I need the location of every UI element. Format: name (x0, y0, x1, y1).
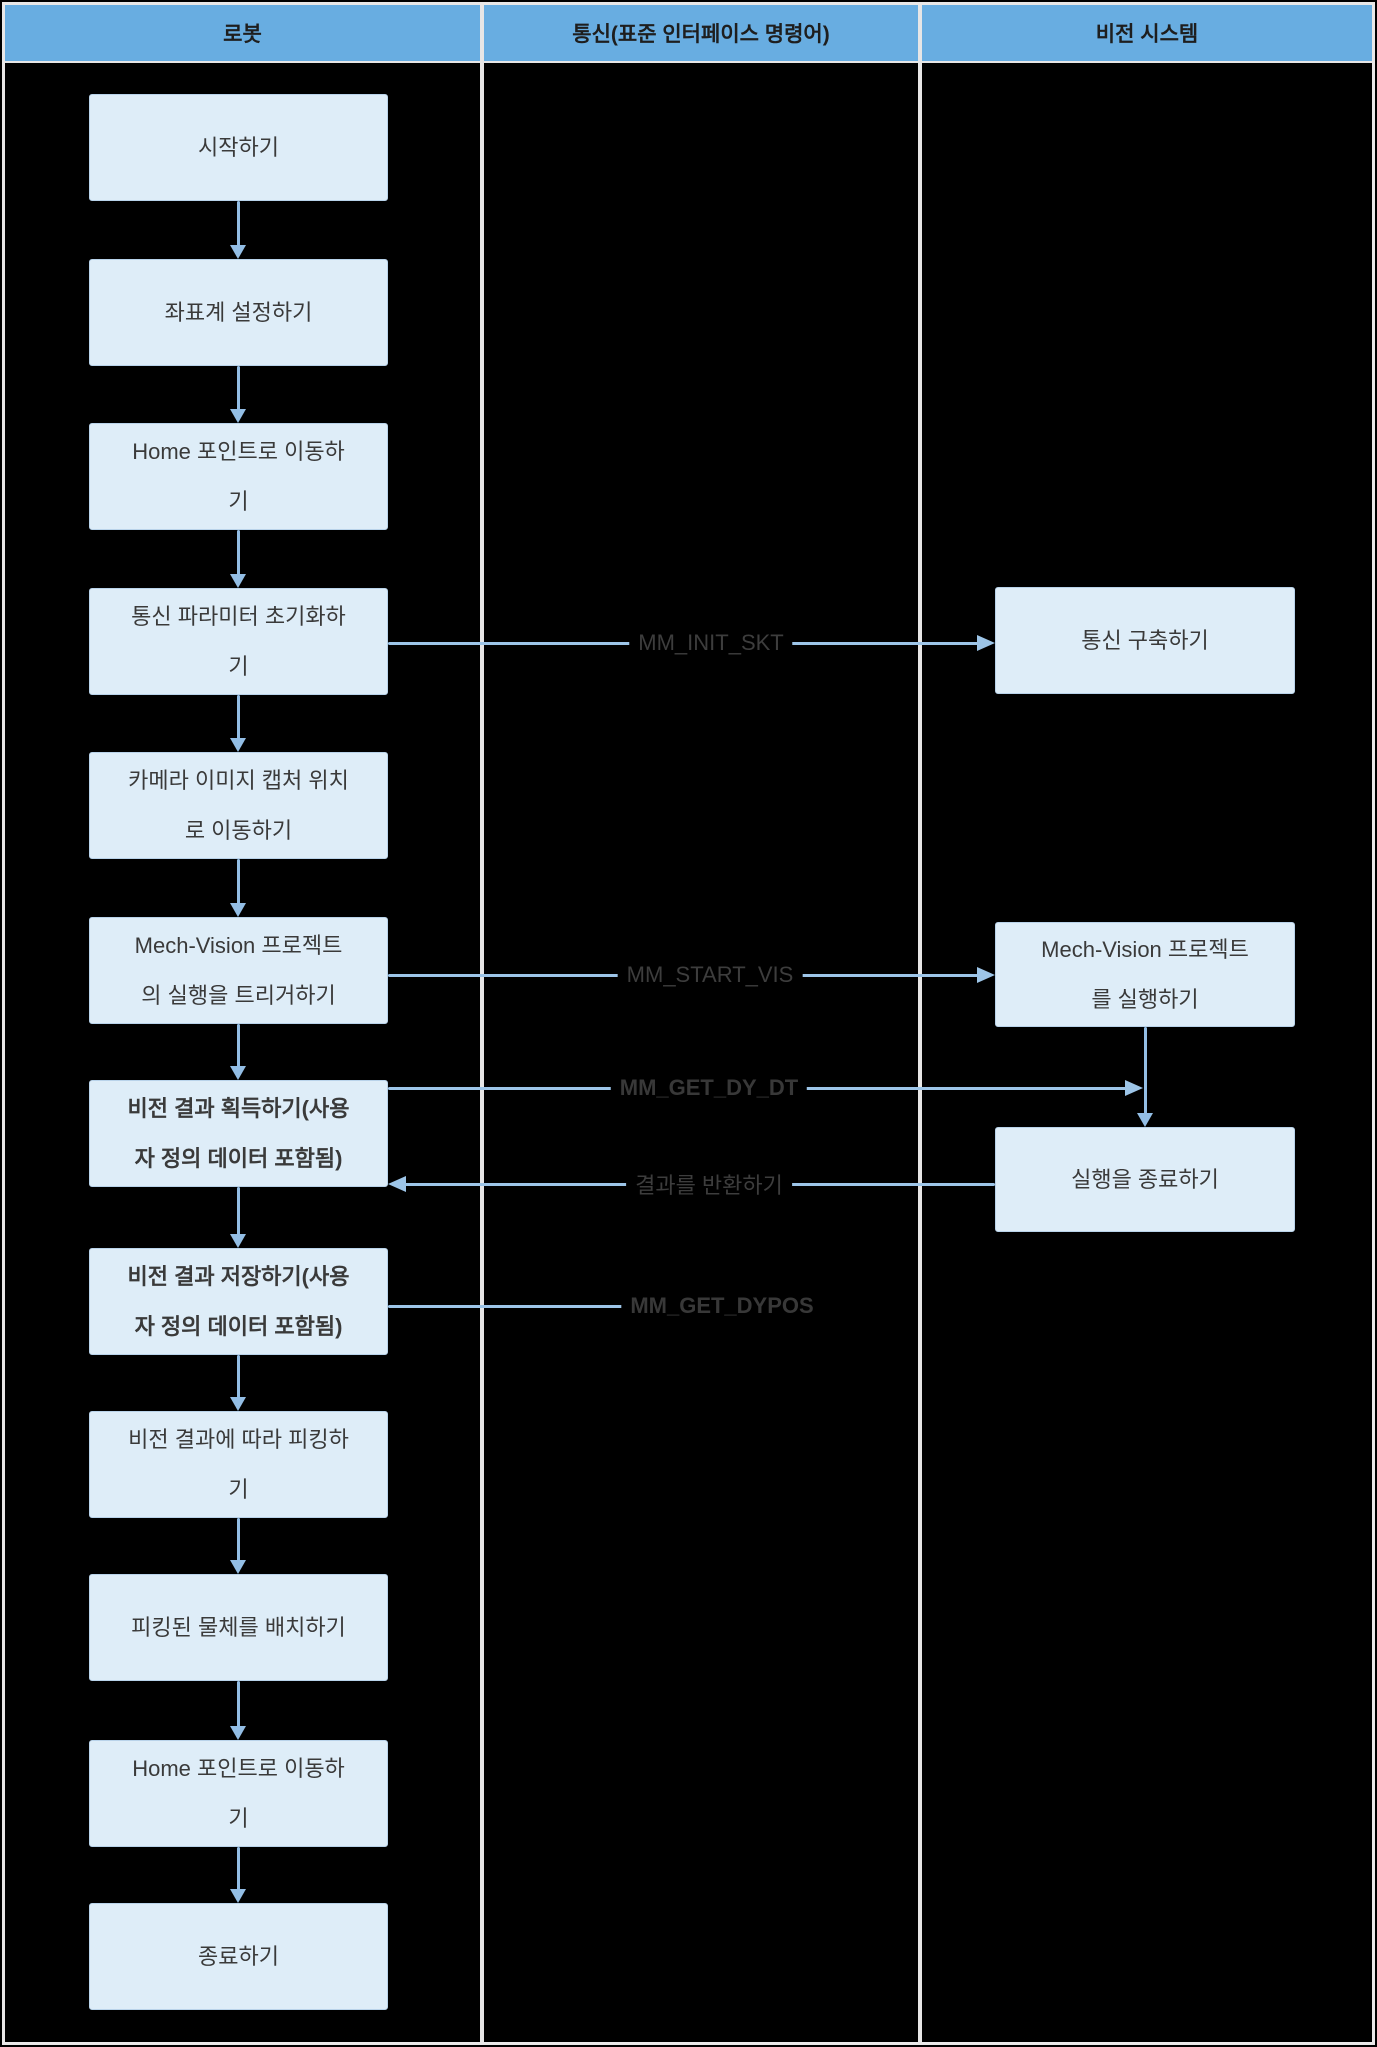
connector-line (237, 859, 240, 904)
arrow-down-icon (230, 245, 246, 259)
arrow-down-icon (230, 1234, 246, 1248)
connector-line (237, 1681, 240, 1727)
arrow-left-icon (388, 1176, 406, 1192)
arrow-down-icon (230, 1726, 246, 1740)
arrow-down-icon (230, 903, 246, 917)
robot-step-box: 비전 결과 획득하기(사용 자 정의 데이터 포함됨) (89, 1080, 388, 1187)
lane-divider-right (918, 5, 922, 2042)
robot-step-box: 비전 결과 저장하기(사용 자 정의 데이터 포함됨) (89, 1248, 388, 1355)
robot-step-box: Mech-Vision 프로젝트 의 실행을 트리거하기 (89, 917, 388, 1024)
connector-line (237, 1187, 240, 1235)
arrow-down-icon (230, 574, 246, 588)
arrow-down-icon (230, 409, 246, 423)
arrow-down-icon (230, 738, 246, 752)
connector-line (237, 201, 240, 246)
connector-line (237, 1847, 240, 1890)
vision-step-box: Mech-Vision 프로젝트 를 실행하기 (995, 922, 1295, 1027)
lane-divider-left (480, 5, 484, 2042)
connector-line (237, 1518, 240, 1561)
connector-line (237, 366, 240, 410)
lane-header-communication: 통신(표준 인터페이스 명령어) (572, 23, 830, 46)
message-label: 결과를 반환하기 (626, 1165, 792, 1203)
header-bar (5, 5, 1372, 63)
vision-step-box: 통신 구축하기 (995, 587, 1295, 694)
vision-step-box: 실행을 종료하기 (995, 1127, 1295, 1232)
arrow-down-icon (230, 1560, 246, 1574)
connector-line (237, 695, 240, 739)
robot-step-box: 시작하기 (89, 94, 388, 201)
connector-line (237, 1355, 240, 1398)
lane-header-vision-system: 비전 시스템 (1095, 23, 1199, 46)
arrow-right-icon (977, 967, 995, 983)
message-label: MM_GET_DY_DT (610, 1072, 808, 1104)
arrow-down-icon (1137, 1113, 1153, 1127)
robot-step-box: 좌표계 설정하기 (89, 259, 388, 366)
message-line (388, 1305, 650, 1308)
message-label: MM_GET_DYPOS (621, 1290, 823, 1322)
arrow-right-icon (977, 635, 995, 651)
robot-step-box: 종료하기 (89, 1903, 388, 2010)
robot-step-box: Home 포인트로 이동하 기 (89, 1740, 388, 1847)
arrow-right-icon (1125, 1080, 1143, 1096)
robot-step-box: 비전 결과에 따라 피킹하 기 (89, 1411, 388, 1518)
message-label: MM_START_VIS (617, 959, 803, 991)
connector-line (237, 530, 240, 575)
robot-step-box: Home 포인트로 이동하 기 (89, 423, 388, 530)
robot-step-box: 피킹된 물체를 배치하기 (89, 1574, 388, 1681)
arrow-down-icon (230, 1889, 246, 1903)
arrow-down-icon (230, 1397, 246, 1411)
connector-line (237, 1024, 240, 1067)
connector-line (1144, 1027, 1147, 1114)
message-label: MM_INIT_SKT (629, 627, 793, 659)
lane-header-robot: 로봇 (223, 23, 262, 46)
robot-step-box: 통신 파라미터 초기화하 기 (89, 588, 388, 695)
arrow-down-icon (230, 1066, 246, 1080)
robot-step-box: 카메라 이미지 캡처 위치 로 이동하기 (89, 752, 388, 859)
